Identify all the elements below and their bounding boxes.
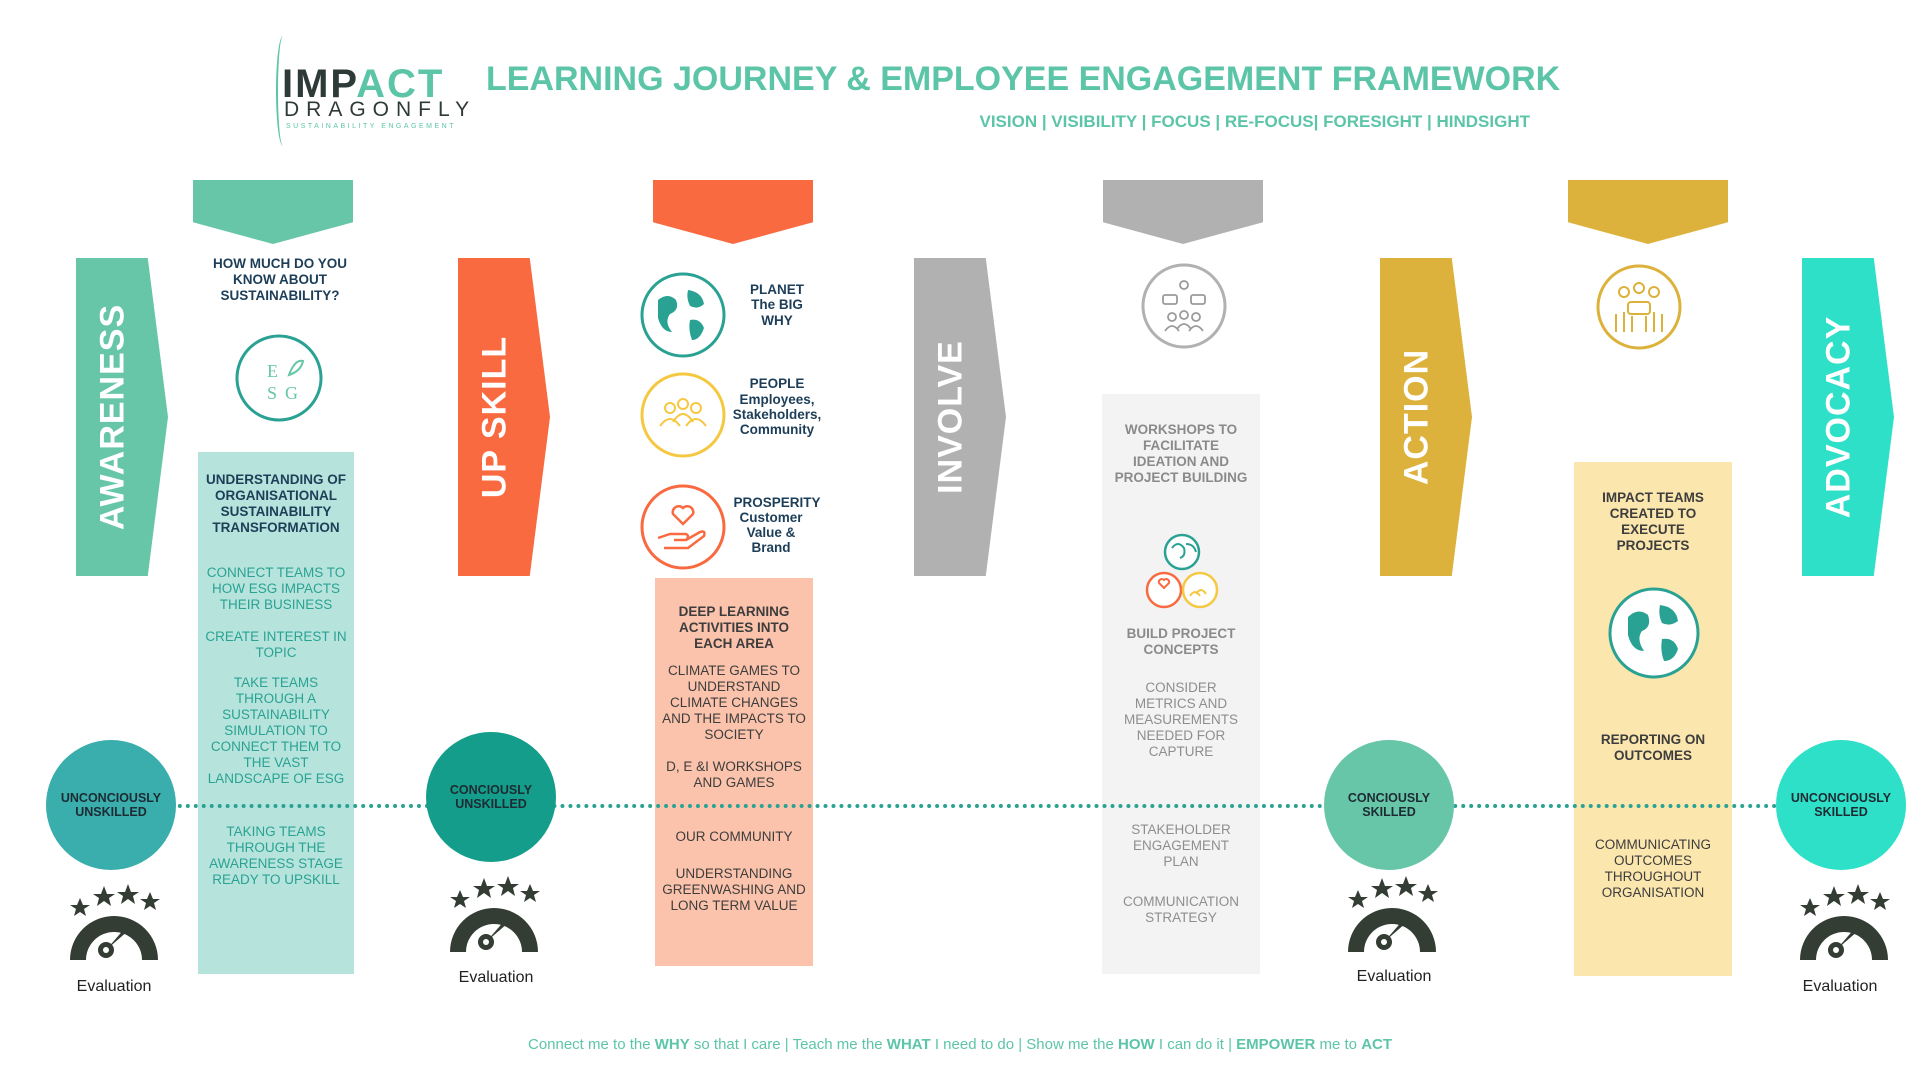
- prosperity-sub: Customer Value & Brand: [739, 510, 803, 555]
- stage-advocacy: ADVOCACY: [1802, 258, 1894, 576]
- chevron-awareness: [193, 180, 353, 244]
- evaluation-label: Evaluation: [458, 969, 534, 986]
- evaluation-label: Evaluation: [76, 978, 152, 995]
- milestone-unconsciously-skilled: UNCONCIOUSLY SKILLED: [1776, 740, 1906, 870]
- stage-upskill: UP SKILL: [458, 258, 550, 576]
- stage-action: ACTION: [1380, 258, 1472, 576]
- people-group-icon: [638, 370, 728, 465]
- stage-involve: INVOLVE: [914, 258, 1006, 576]
- prosperity-hand-heart-icon: [638, 482, 728, 577]
- involve-item: COMMUNICATION STRATEGY: [1123, 894, 1239, 925]
- chevron-upskill: [653, 180, 813, 244]
- footer-tagline: Connect me to the WHY so that I care | T…: [527, 1036, 1393, 1053]
- team-meeting-icon: [1594, 262, 1684, 357]
- page-title: LEARNING JOURNEY & EMPLOYEE ENGAGEMENT F…: [486, 60, 1561, 98]
- action-panel: [1574, 462, 1732, 976]
- involve-item: CONSIDER METRICS AND MEASUREMENTS NEEDED…: [1123, 680, 1238, 759]
- planet-label: PLANET: [750, 282, 804, 297]
- three-pillars-icon: [1140, 530, 1224, 619]
- prosperity-label: PROSPERITY: [733, 495, 821, 510]
- logo-wordmark: IMPACT: [282, 62, 445, 106]
- globe-icon: [1606, 585, 1702, 686]
- svg-text:G: G: [285, 383, 298, 403]
- milestone-consciously-unskilled: CONCIOUSLY UNSKILLED: [426, 732, 556, 862]
- awareness-question: HOW MUCH DO YOU KNOW ABOUT SUSTAINABILIT…: [213, 256, 347, 303]
- stage-awareness: AWARENESS: [76, 258, 168, 576]
- planet-sub: The BIG WHY: [751, 297, 803, 328]
- involve-heading-2: BUILD PROJECT CONCEPTS: [1126, 626, 1236, 657]
- action-heading-2: REPORTING ON OUTCOMES: [1600, 732, 1706, 763]
- logo-tagline: SUSTAINABILITY ENGAGEMENT: [286, 123, 456, 130]
- awareness-item: CONNECT TEAMS TO HOW ESG IMPACTS THEIR B…: [206, 565, 346, 612]
- planet-globe-icon: [638, 270, 728, 365]
- logo-sub: DRAGONFLY: [284, 98, 477, 121]
- people-label: PEOPLE: [749, 376, 805, 391]
- evaluation-gauge-icon: [1344, 872, 1440, 961]
- awareness-item: TAKING TEAMS THROUGH THE AWARENESS STAGE…: [209, 824, 343, 887]
- upskill-panel: [655, 578, 813, 966]
- page-subtitle: VISION | VISIBILITY | FOCUS | RE-FOCUS| …: [979, 112, 1530, 131]
- upskill-item: UNDERSTANDING GREENWASHING AND LONG TERM…: [662, 866, 806, 913]
- svg-text:S: S: [267, 383, 277, 403]
- evaluation-label: Evaluation: [1356, 968, 1432, 985]
- awareness-item: TAKE TEAMS THROUGH A SUSTAINABILITY SIMU…: [207, 675, 345, 786]
- evaluation-gauge-icon: [446, 872, 542, 961]
- action-item: COMMUNICATING OUTCOMES THROUGHOUT ORGANI…: [1595, 837, 1711, 900]
- action-heading: IMPACT TEAMS CREATED TO EXECUTE PROJECTS: [1602, 490, 1704, 553]
- evaluation-label: Evaluation: [1802, 978, 1878, 995]
- milestone-consciously-skilled: CONCIOUSLY SKILLED: [1324, 740, 1454, 870]
- chevron-action: [1568, 180, 1728, 244]
- evaluation-gauge-icon: [1796, 880, 1892, 969]
- chevron-involve: [1103, 180, 1263, 244]
- awareness-panel: [198, 452, 354, 974]
- involve-heading: WORKSHOPS TO FACILITATE IDEATION AND PRO…: [1114, 422, 1248, 485]
- upskill-item: CLIMATE GAMES TO UNDERSTAND CLIMATE CHAN…: [662, 663, 806, 742]
- awareness-item: CREATE INTEREST IN TOPIC: [205, 629, 347, 660]
- journey-line: [130, 804, 1850, 808]
- logo-swoosh: [276, 36, 290, 146]
- awareness-heading: UNDERSTANDING OF ORGANISATIONAL SUSTAINA…: [206, 472, 346, 535]
- upskill-heading: DEEP LEARNING ACTIVITIES INTO EACH AREA: [678, 604, 790, 651]
- involve-panel: [1102, 394, 1260, 974]
- upskill-item: OUR COMMUNITY: [675, 829, 793, 844]
- upskill-item: D, E &I WORKSHOPS AND GAMES: [666, 759, 802, 790]
- people-sub: Employees, Stakeholders, Community: [732, 392, 822, 437]
- evaluation-gauge-icon: [66, 880, 162, 969]
- svg-text:E: E: [267, 361, 278, 381]
- esg-puzzle-icon: E S G: [234, 333, 324, 428]
- involve-item: STAKEHOLDER ENGAGEMENT PLAN: [1131, 822, 1231, 869]
- milestone-unconsciously-unskilled: UNCONCIOUSLY UNSKILLED: [46, 740, 176, 870]
- ideation-workshop-icon: [1139, 261, 1229, 356]
